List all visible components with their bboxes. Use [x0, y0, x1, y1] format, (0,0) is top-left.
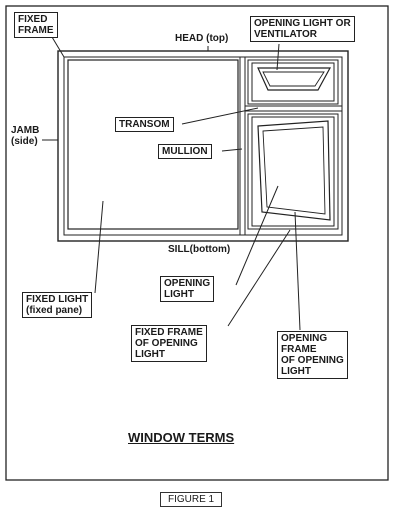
opening-light-sash-inner	[262, 126, 326, 215]
label-mullion: MULLION	[158, 144, 212, 159]
ventilator-frame-inner	[251, 62, 335, 102]
ventilator-frame	[247, 59, 339, 105]
label-transom: TRANSOM	[115, 117, 174, 132]
opening-light-frame-inner	[251, 116, 335, 227]
fixed-light-pane	[67, 59, 239, 230]
leader-fixed-light	[94, 200, 104, 294]
leader-transom	[181, 107, 259, 125]
figure-title: WINDOW TERMS	[128, 430, 235, 445]
label-sill: SILL(bottom)	[168, 244, 231, 255]
outer-frame	[57, 50, 349, 242]
label-opening-frame-of-opening-light: OPENING FRAME OF OPENING LIGHT	[277, 331, 348, 379]
label-jamb: JAMB (side)	[11, 125, 40, 147]
ventilator-sash	[257, 67, 332, 91]
leader-ventilator	[276, 43, 280, 71]
label-opening-light-ventilator: OPENING LIGHT OR VENTILATOR	[250, 16, 355, 42]
leader-fixed-frame	[51, 36, 65, 58]
opening-light-frame	[247, 113, 339, 230]
figure-caption: FIGURE 1	[160, 492, 223, 507]
label-opening-light: OPENING LIGHT	[160, 276, 215, 302]
leader-fixed-frame-opening	[227, 229, 291, 327]
label-fixed-frame-of-opening-light: FIXED FRAME OF OPENING LIGHT	[131, 325, 207, 362]
opening-light-sash	[257, 120, 331, 221]
leader-mullion	[221, 148, 243, 152]
leader-opening-light	[235, 185, 279, 286]
label-fixed-light: FIXED LIGHT (fixed pane)	[22, 292, 93, 318]
page-border	[5, 5, 389, 481]
ventilator-sash-inner	[262, 71, 325, 87]
leader-opening-frame-opening	[294, 211, 301, 331]
outer-frame-inner	[63, 56, 343, 236]
label-head: HEAD (top)	[175, 33, 229, 44]
label-fixed-frame: FIXED FRAME	[14, 12, 58, 38]
